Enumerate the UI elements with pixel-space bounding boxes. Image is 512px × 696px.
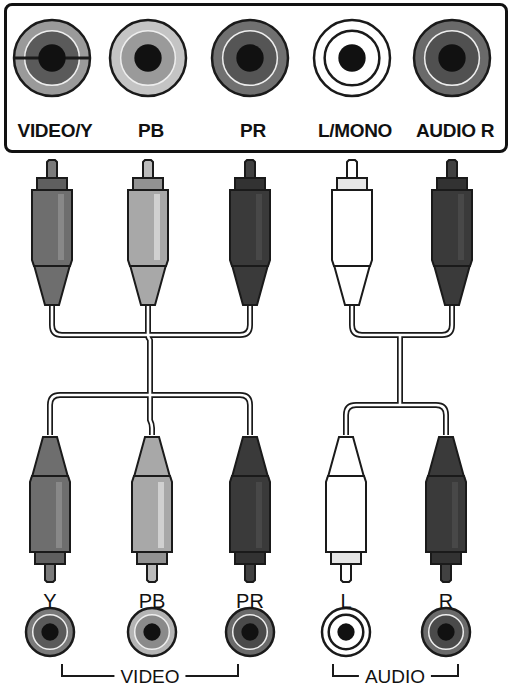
- jack-label: L/MONO: [318, 121, 392, 142]
- jack-socket: [422, 608, 470, 656]
- jack-panel: VIDEO/Y PB PR L/MONO AUDIO R: [4, 3, 508, 153]
- jack-label: PR: [240, 121, 266, 142]
- jack-socket: [414, 20, 490, 96]
- jack-label: AUDIO R: [416, 121, 494, 142]
- jack-label: PB: [139, 590, 166, 612]
- jack-socket: [110, 20, 186, 96]
- jack-label: L: [340, 590, 351, 612]
- jack-label: Y: [43, 590, 56, 612]
- rca-plug: [426, 437, 466, 582]
- rca-plug: [230, 437, 270, 582]
- group-label: AUDIO: [359, 667, 431, 688]
- jack-socket: [226, 608, 274, 656]
- rca-plug: [128, 160, 168, 305]
- rca-plug: [32, 160, 72, 305]
- jack-label: R: [439, 590, 453, 612]
- jack-socket: [128, 608, 176, 656]
- rca-plug: [432, 160, 472, 305]
- rca-plug: [326, 437, 366, 582]
- rca-plug: [332, 160, 372, 305]
- jack-socket: [314, 20, 390, 96]
- cable: [50, 305, 452, 435]
- jack-label: PB: [138, 121, 164, 142]
- jack-socket: [26, 608, 74, 656]
- jack-label: VIDEO/Y: [18, 121, 93, 142]
- group-label: VIDEO: [114, 667, 185, 688]
- jack-label: PR: [236, 590, 264, 612]
- jack-socket: [322, 608, 370, 656]
- jack-socket: [14, 20, 90, 96]
- rca-plug: [30, 437, 70, 582]
- rca-plug: [230, 160, 270, 305]
- rca-plug: [132, 437, 172, 582]
- jack-socket: [212, 20, 288, 96]
